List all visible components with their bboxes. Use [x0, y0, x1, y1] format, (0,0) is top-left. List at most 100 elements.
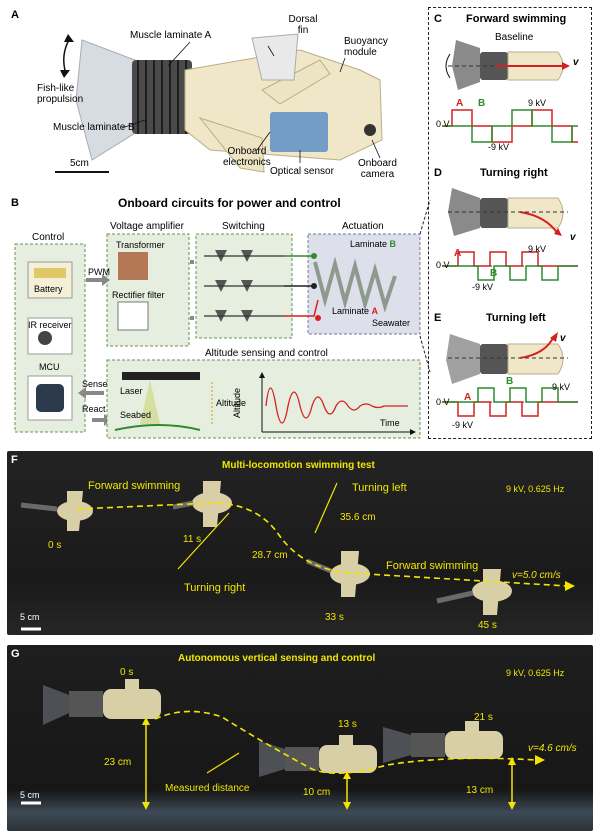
label-optical-sensor: Optical sensor	[270, 166, 334, 177]
panel-c-letter: C	[434, 13, 442, 25]
label-height-13cm: 13 cm	[466, 785, 494, 796]
panel-d-pos: 9 kV	[528, 244, 547, 254]
label-onboard-camera: Onboard camera	[358, 158, 397, 180]
panel-d-b: B	[490, 268, 498, 279]
label-buoyancy-line2: module	[344, 47, 377, 58]
label-time-45s: 45 s	[478, 620, 497, 631]
laminate-b-letter: B	[389, 239, 397, 249]
sense-label: Sense	[82, 379, 108, 389]
panel-c-neg: -9 kV	[488, 142, 510, 152]
altitude-response-curve	[265, 387, 408, 424]
label-muscle-laminate-b: Muscle laminate B	[53, 122, 135, 133]
panel-c-v: v	[573, 57, 579, 68]
ir-receiver-label: IR receiver	[28, 320, 72, 330]
panel-c-zero: 0 V	[436, 119, 450, 129]
panel-e-zero: 0 V	[436, 397, 450, 407]
label-height-23cm: 23 cm	[104, 757, 132, 768]
panel-g-title: Autonomous vertical sensing and control	[178, 653, 376, 664]
panel-g-letter: G	[11, 648, 20, 660]
label-electronics-line1: Onboard	[227, 146, 267, 157]
laser-label: Laser	[120, 386, 143, 396]
panel-e-neg: -9 kV	[452, 420, 474, 430]
label-turning-right: Turning right	[184, 582, 246, 594]
pwm-label: PWM	[88, 267, 110, 277]
label-camera-line1: Onboard	[358, 158, 397, 169]
control-title: Control	[32, 232, 65, 243]
label-measured-distance: Measured distance	[165, 783, 250, 794]
label-time-0s: 0 s	[48, 540, 62, 551]
panel-a-letter: A	[11, 9, 19, 21]
panel-d-neg: -9 kV	[472, 282, 494, 292]
react-label: React	[82, 404, 106, 414]
panel-e-letter: E	[434, 312, 442, 324]
label-buoyancy-module: Buoyancy module	[344, 36, 388, 58]
panel-c-title: Forward swimming	[466, 13, 567, 25]
panel-d-v: v	[570, 232, 576, 243]
panel-c-a: A	[456, 98, 464, 109]
panel-c-graphic	[442, 40, 578, 143]
panel-e-v: v	[560, 333, 566, 344]
cde-dashed-frame	[428, 7, 592, 439]
panel-g-graphic	[21, 679, 545, 810]
laminate-a-prefix: Laminate	[332, 306, 372, 316]
laminate-a-label: Laminate A	[332, 306, 378, 316]
panel-d-zero: 0 V	[436, 260, 450, 270]
altitude-section-title: Altitude sensing and control	[205, 348, 328, 359]
panel-d-a: A	[454, 248, 462, 259]
panel-b-title: Onboard circuits for power and control	[118, 196, 341, 210]
panel-d-letter: D	[434, 167, 442, 179]
label-fishlike-line1: Fish-like	[37, 83, 75, 94]
label-g-time-13s: 13 s	[338, 719, 357, 730]
panel-e-title: Turning left	[486, 312, 546, 324]
actuation-title: Actuation	[342, 221, 384, 232]
seawater-label: Seawater	[372, 318, 411, 328]
panel-g-params: 9 kV, 0.625 Hz	[506, 668, 565, 678]
label-fish-like-propulsion: Fish-like propulsion	[37, 83, 83, 105]
panel-f-params: 9 kV, 0.625 Hz	[506, 484, 565, 494]
laminate-b-prefix: Laminate	[350, 239, 390, 249]
panel-f-graphic	[20, 481, 575, 631]
panel-c-pos: 9 kV	[528, 98, 547, 108]
label-turning-left: Turning left	[352, 482, 407, 494]
mcu-label: MCU	[39, 362, 60, 372]
laminate-a-letter: A	[371, 306, 379, 316]
trajectory-f	[76, 502, 568, 587]
label-speed-g: v=4.6 cm/s	[528, 743, 577, 754]
label-time-33s: 33 s	[325, 612, 344, 623]
label-dorsal-fin: Dorsal fin	[283, 14, 323, 36]
rectifier-label: Rectifier filter	[112, 290, 165, 300]
altitude-label: Altitude	[216, 398, 247, 408]
panel-c-b: B	[478, 98, 486, 109]
label-muscle-laminate-a: Muscle laminate A	[130, 30, 212, 41]
label-g-time-0s: 0 s	[120, 667, 134, 678]
panel-e-a: A	[464, 392, 472, 403]
trajectory-g	[154, 710, 538, 774]
battery-label: Battery	[34, 284, 63, 294]
label-dorsal-fin-line1: Dorsal	[288, 14, 318, 25]
label-speed-f: v=5.0 cm/s	[512, 570, 561, 581]
panel-f-title: Multi-locomotion swimming test	[222, 460, 375, 471]
label-electronics-line2: electronics	[223, 157, 271, 168]
label-onboard-electronics: Onboard electronics	[223, 146, 271, 168]
scale-label-a: 5cm	[70, 158, 89, 169]
panel-b-letter: B	[11, 197, 19, 209]
label-buoyancy-line1: Buoyancy	[344, 36, 388, 47]
plot-x-axis-label: Time	[380, 418, 400, 428]
panel-e-graphic	[442, 332, 578, 417]
connector-lines	[419, 199, 431, 373]
label-distance-28-7: 28.7 cm	[252, 550, 288, 561]
circuit-diagram	[14, 233, 421, 439]
label-forward-swimming-2: Forward swimming	[386, 560, 479, 572]
voltage-amplifier-title: Voltage amplifier	[110, 221, 184, 232]
label-dorsal-fin-line2: fin	[297, 25, 309, 36]
label-height-10cm: 10 cm	[303, 787, 331, 798]
panel-e-b: B	[506, 376, 514, 387]
label-time-11s: 11 s	[183, 534, 202, 545]
scale-label-f: 5 cm	[20, 612, 40, 622]
panel-d-graphic	[442, 188, 578, 281]
switching-title: Switching	[222, 221, 265, 232]
label-g-time-21s: 21 s	[474, 712, 493, 723]
baseline-label: Baseline	[495, 32, 534, 43]
label-forward-swimming-1: Forward swimming	[88, 480, 181, 492]
panel-d-title: Turning right	[480, 167, 548, 179]
